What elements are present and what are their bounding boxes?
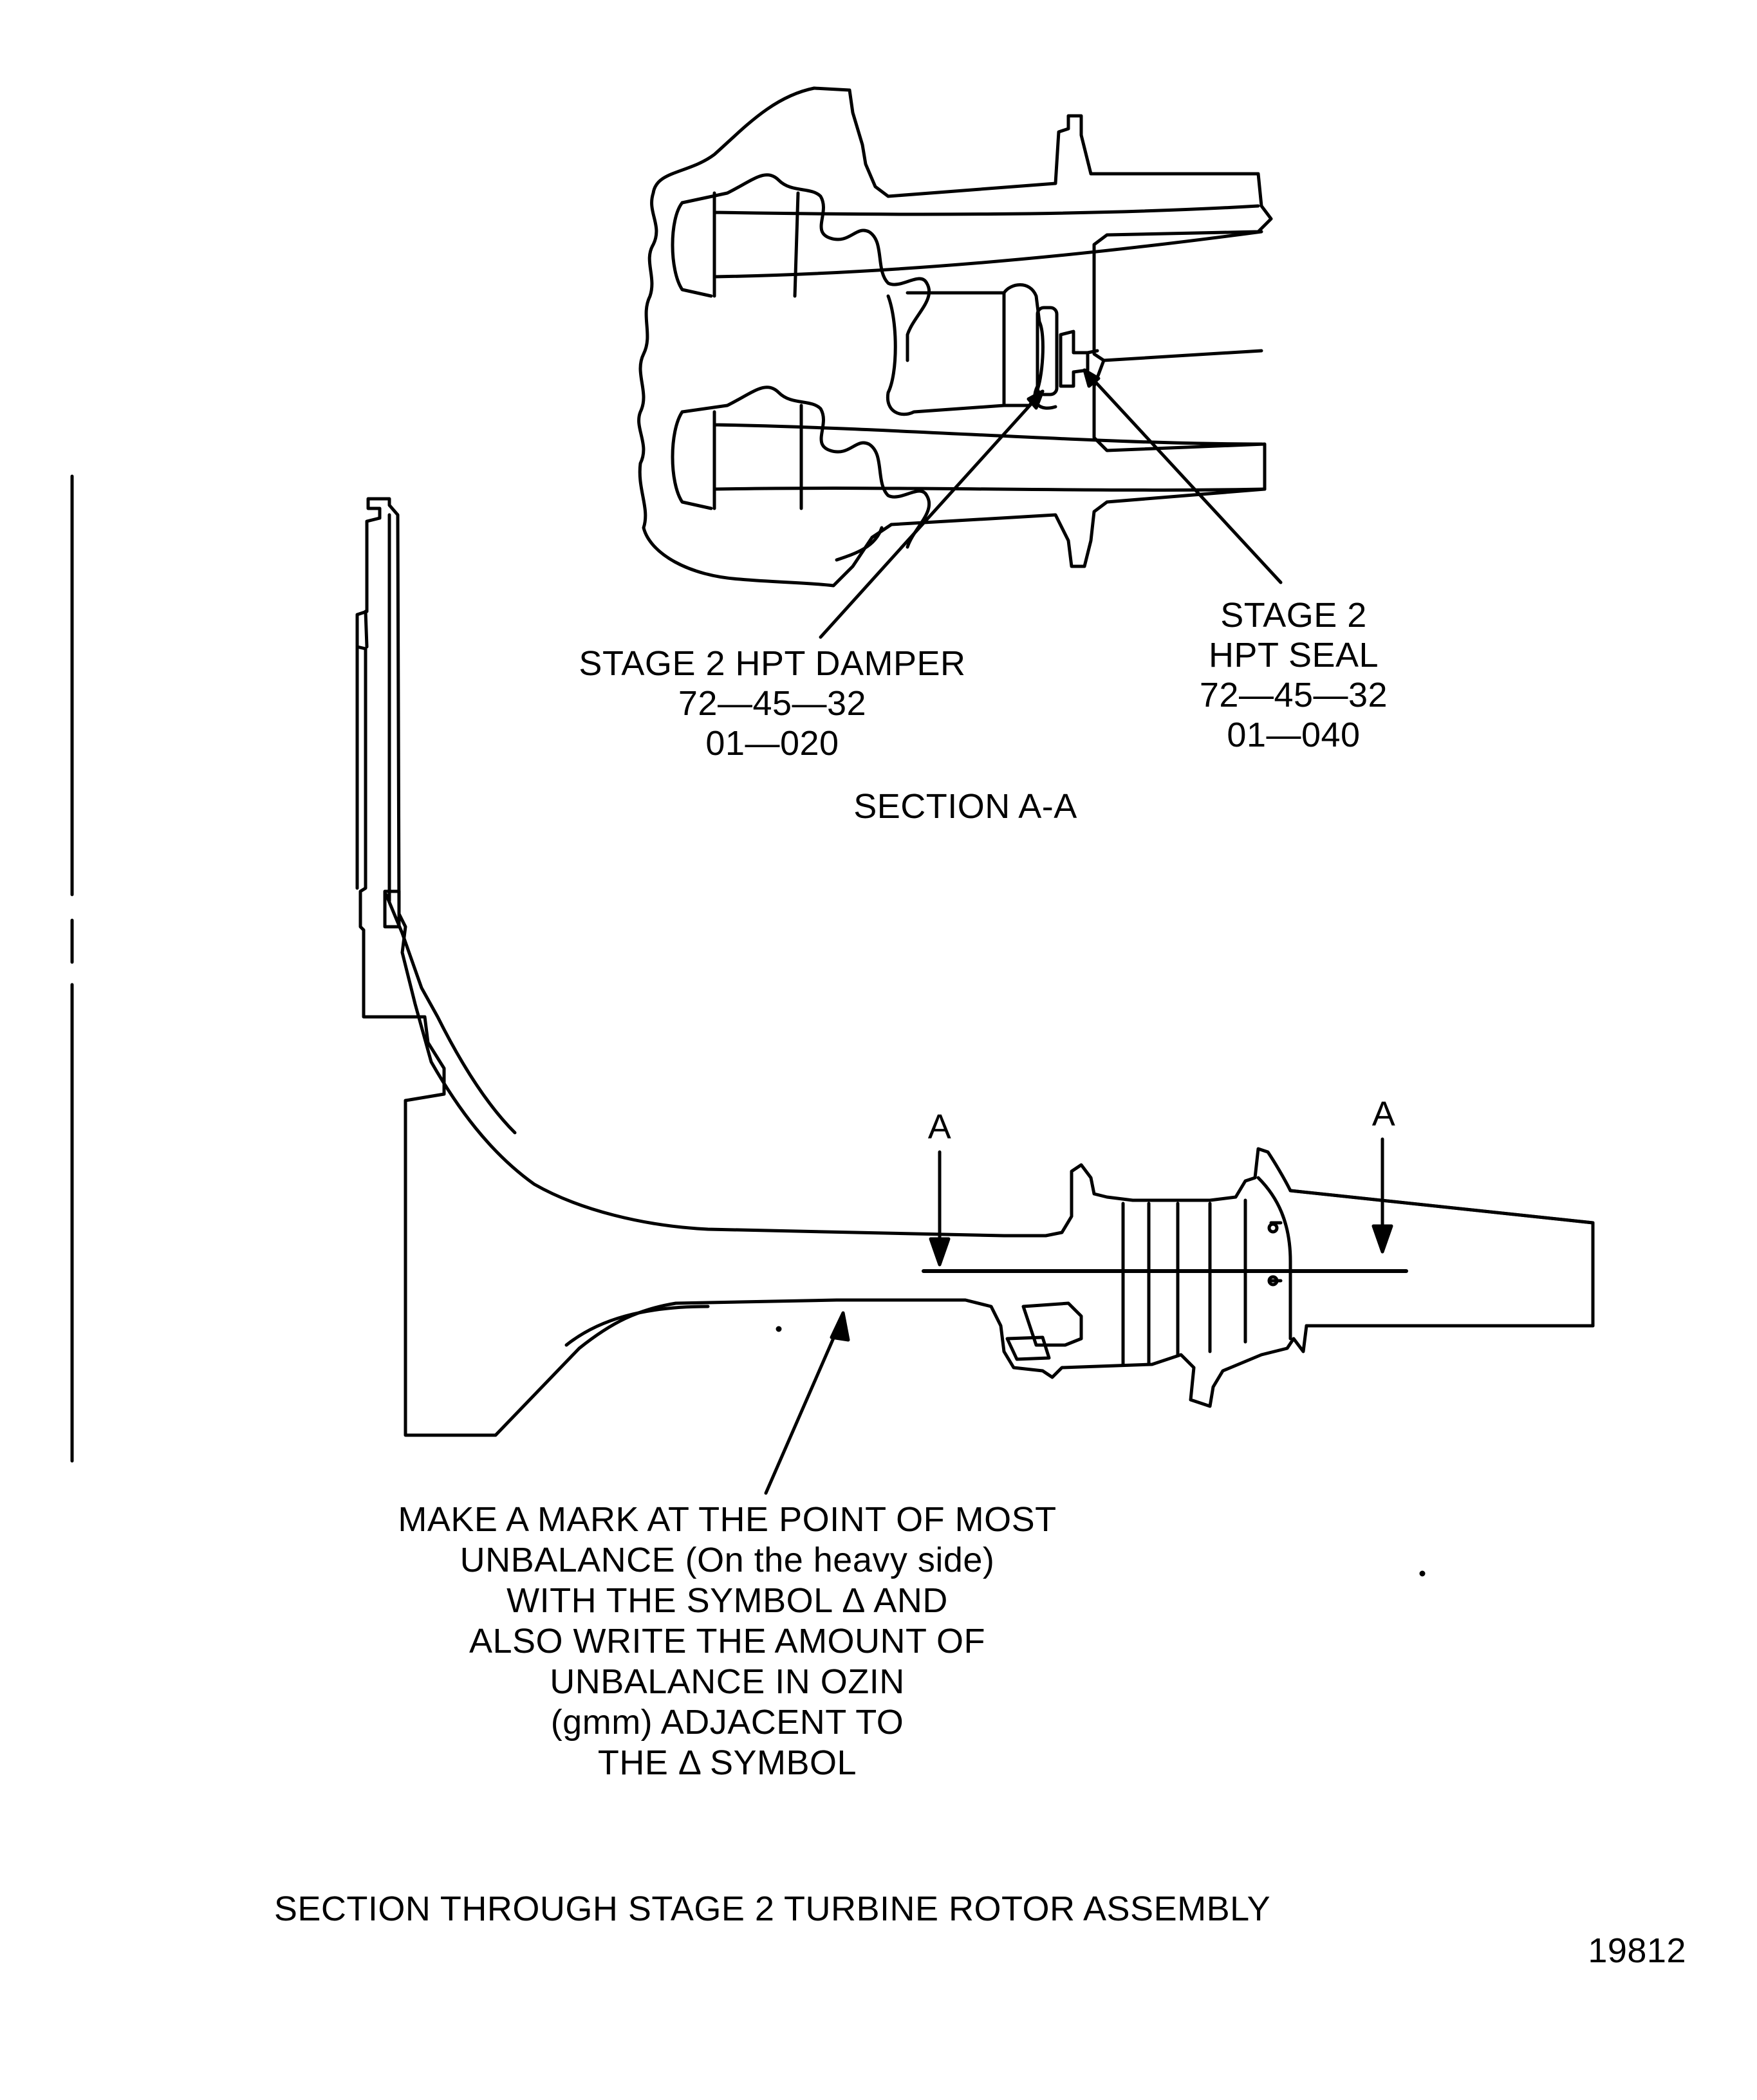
damper-leader-line <box>819 389 1045 639</box>
instruction-line-7: THE Δ SYMBOL <box>597 1743 857 1782</box>
instruction-line-4: ALSO WRITE THE AMOUNT OF <box>469 1622 986 1660</box>
instruction-line-1: MAKE A MARK AT THE POINT OF MOST <box>398 1500 1057 1539</box>
instruction-line-2: UNBALANCE (On the heavy side) <box>460 1541 995 1579</box>
lower-blade <box>712 410 1267 510</box>
damper-label-line-2: 72—45—32 <box>678 684 867 723</box>
seal-label-line-4: 01—040 <box>1227 716 1361 754</box>
section-marker-right: A <box>1371 1095 1396 1133</box>
lower-fir-tree <box>680 386 931 549</box>
damper-label: STAGE 2 HPT DAMPER 72—45—32 01—020 <box>528 644 1017 763</box>
aft-cone <box>1288 1189 1595 1328</box>
seal-part <box>1059 330 1090 388</box>
upper-fir-tree <box>680 173 931 362</box>
seal-label-line-3: 72—45—32 <box>1199 676 1388 714</box>
seal-leader-line <box>1083 368 1283 584</box>
unbalance-leader-line <box>764 1314 845 1495</box>
section-aa-view <box>637 86 1283 639</box>
section-marker-left: A <box>927 1108 952 1146</box>
seal-label-line-2: HPT SEAL <box>1208 636 1379 674</box>
instruction-line-6: (gmm) ADJACENT TO <box>550 1703 904 1742</box>
damper-part <box>1036 306 1059 396</box>
unbalance-instruction: MAKE A MARK AT THE POINT OF MOST UNBALAN… <box>302 1500 1152 1783</box>
damper-label-line-3: 01—020 <box>705 724 839 763</box>
seal-label-line-1: STAGE 2 <box>1220 596 1367 635</box>
section-aa-title: SECTION A-A <box>853 787 1077 826</box>
damper-label-line-1: STAGE 2 HPT DAMPER <box>579 644 966 683</box>
rotor-outline <box>355 497 1595 1437</box>
seal-label: STAGE 2 HPT SEAL 72—45—32 01—040 <box>1158 595 1429 755</box>
instruction-line-5: UNBALANCE IN OZIN <box>550 1662 905 1701</box>
bore-line <box>564 1305 710 1347</box>
section-aa-outer-profile <box>637 86 893 588</box>
figure-title: SECTION THROUGH STAGE 2 TURBINE ROTOR AS… <box>274 1890 1271 1928</box>
instruction-line-3: WITH THE SYMBOL Δ AND <box>507 1581 948 1620</box>
rotor-section-view <box>355 497 1595 1577</box>
figure-number: 19812 <box>1588 1931 1686 1970</box>
